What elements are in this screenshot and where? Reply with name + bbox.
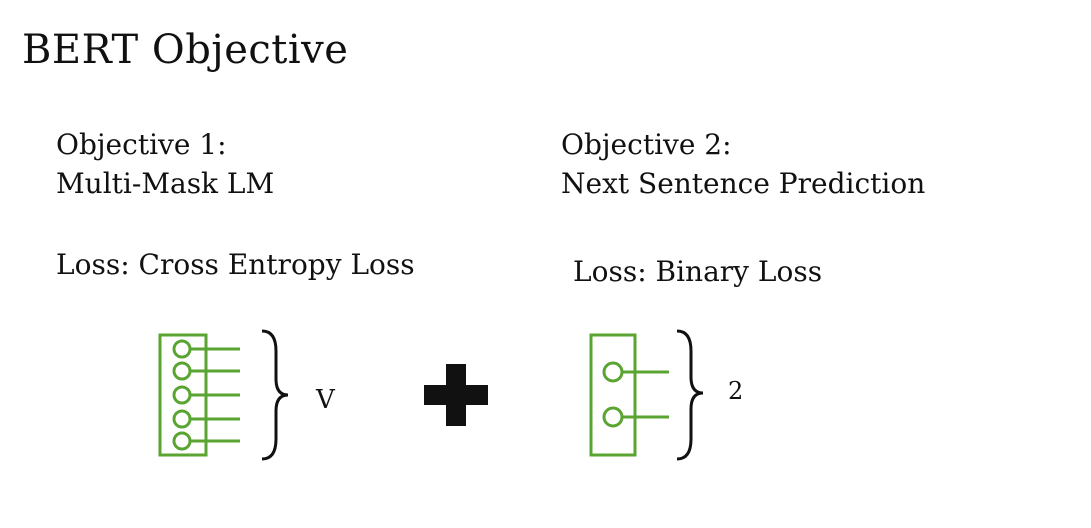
nsp-curly-brace <box>676 329 704 461</box>
mlm-unit <box>172 339 240 359</box>
mlm-unit <box>172 431 240 451</box>
mlm-output-layer-diagram <box>158 329 289 461</box>
mlm-unit-node <box>172 409 192 429</box>
objective-1-loss: Loss: Cross Entropy Loss <box>56 248 415 281</box>
plus-icon <box>424 364 488 426</box>
objective-2-name: Next Sentence Prediction <box>561 167 926 200</box>
objective-2-loss: Loss: Binary Loss <box>573 255 823 288</box>
mlm-unit <box>172 409 240 429</box>
objective-1-name: Multi-Mask LM <box>56 167 275 200</box>
nsp-unit-node <box>602 361 624 383</box>
mlm-unit <box>172 385 240 405</box>
vocab-size-label: V <box>316 385 335 415</box>
nsp-unit <box>602 406 669 428</box>
mlm-unit-node <box>172 431 192 451</box>
mlm-unit-node <box>172 339 192 359</box>
objective-1-heading: Objective 1: <box>56 128 227 161</box>
nsp-output-layer-diagram <box>589 329 704 461</box>
objective-2-heading: Objective 2: <box>561 128 732 161</box>
class-count-label: 2 <box>728 377 744 405</box>
page-title: BERT Objective <box>22 27 349 73</box>
mlm-unit-node <box>172 385 192 405</box>
nsp-output-layer <box>589 333 669 457</box>
nsp-unit <box>602 361 669 383</box>
nsp-unit-node <box>602 406 624 428</box>
mlm-curly-brace <box>261 329 289 461</box>
nsp-layer-box <box>589 333 637 457</box>
mlm-unit <box>172 361 240 381</box>
mlm-output-layer <box>158 333 240 457</box>
mlm-unit-node <box>172 361 192 381</box>
